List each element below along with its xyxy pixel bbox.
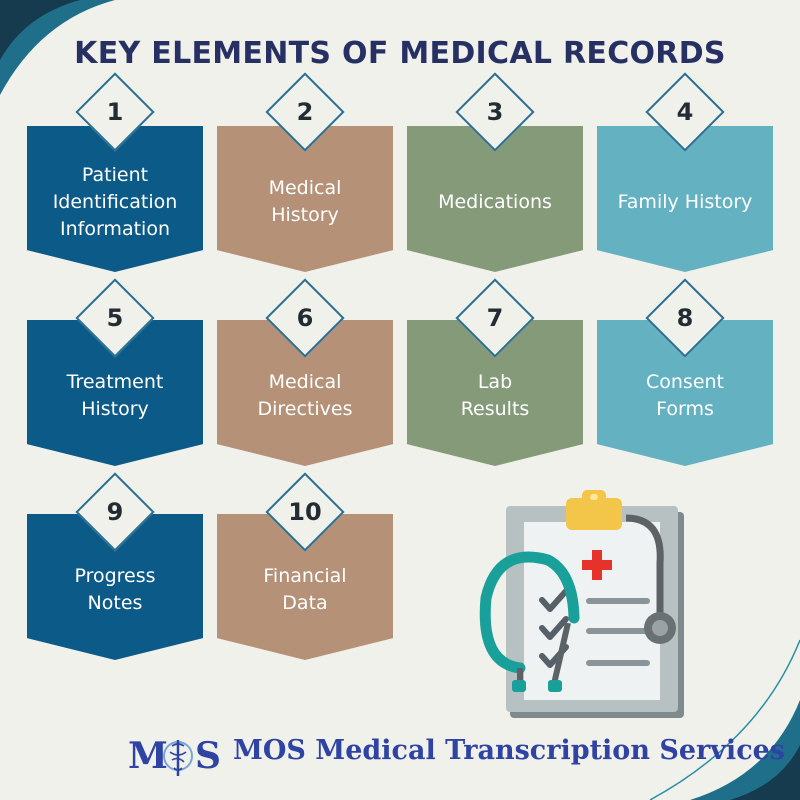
- record-card-label: Family History: [617, 190, 753, 213]
- page-title: KEY ELEMENTS OF MEDICAL RECORDS: [74, 36, 726, 71]
- badge-number: 9: [106, 498, 124, 526]
- record-card-label: Medical History: [268, 177, 342, 226]
- svg-text:S: S: [195, 735, 221, 777]
- caduceus-icon: M S: [128, 735, 221, 777]
- badge-number: 10: [288, 498, 322, 526]
- badge-number: 1: [106, 98, 124, 126]
- record-card-label: Consent Forms: [645, 371, 724, 420]
- badge-number: 4: [676, 98, 694, 126]
- record-card-label: Patient Identification Information: [52, 163, 178, 240]
- record-card-label: Medical Directives: [257, 371, 353, 420]
- brand-name: MOS Medical Transcription Services: [233, 735, 786, 766]
- svg-text:M: M: [128, 735, 168, 777]
- record-card-label: Financial Data: [263, 565, 347, 614]
- record-card-label: Lab Results: [460, 371, 530, 420]
- badge-number: 5: [106, 304, 124, 332]
- clipboard-stethoscope-icon: [479, 490, 684, 718]
- record-card-label: Medications: [438, 190, 552, 213]
- badge-number: 8: [676, 304, 694, 332]
- badge-number: 7: [486, 304, 504, 332]
- record-card-label: Treatment History: [66, 371, 164, 420]
- record-card-label: Progress Notes: [74, 565, 156, 614]
- badge-number: 3: [486, 98, 504, 126]
- badge-number: 6: [296, 304, 314, 332]
- record-card-9: Progress Notes: [27, 514, 203, 660]
- badge-number: 2: [296, 98, 314, 126]
